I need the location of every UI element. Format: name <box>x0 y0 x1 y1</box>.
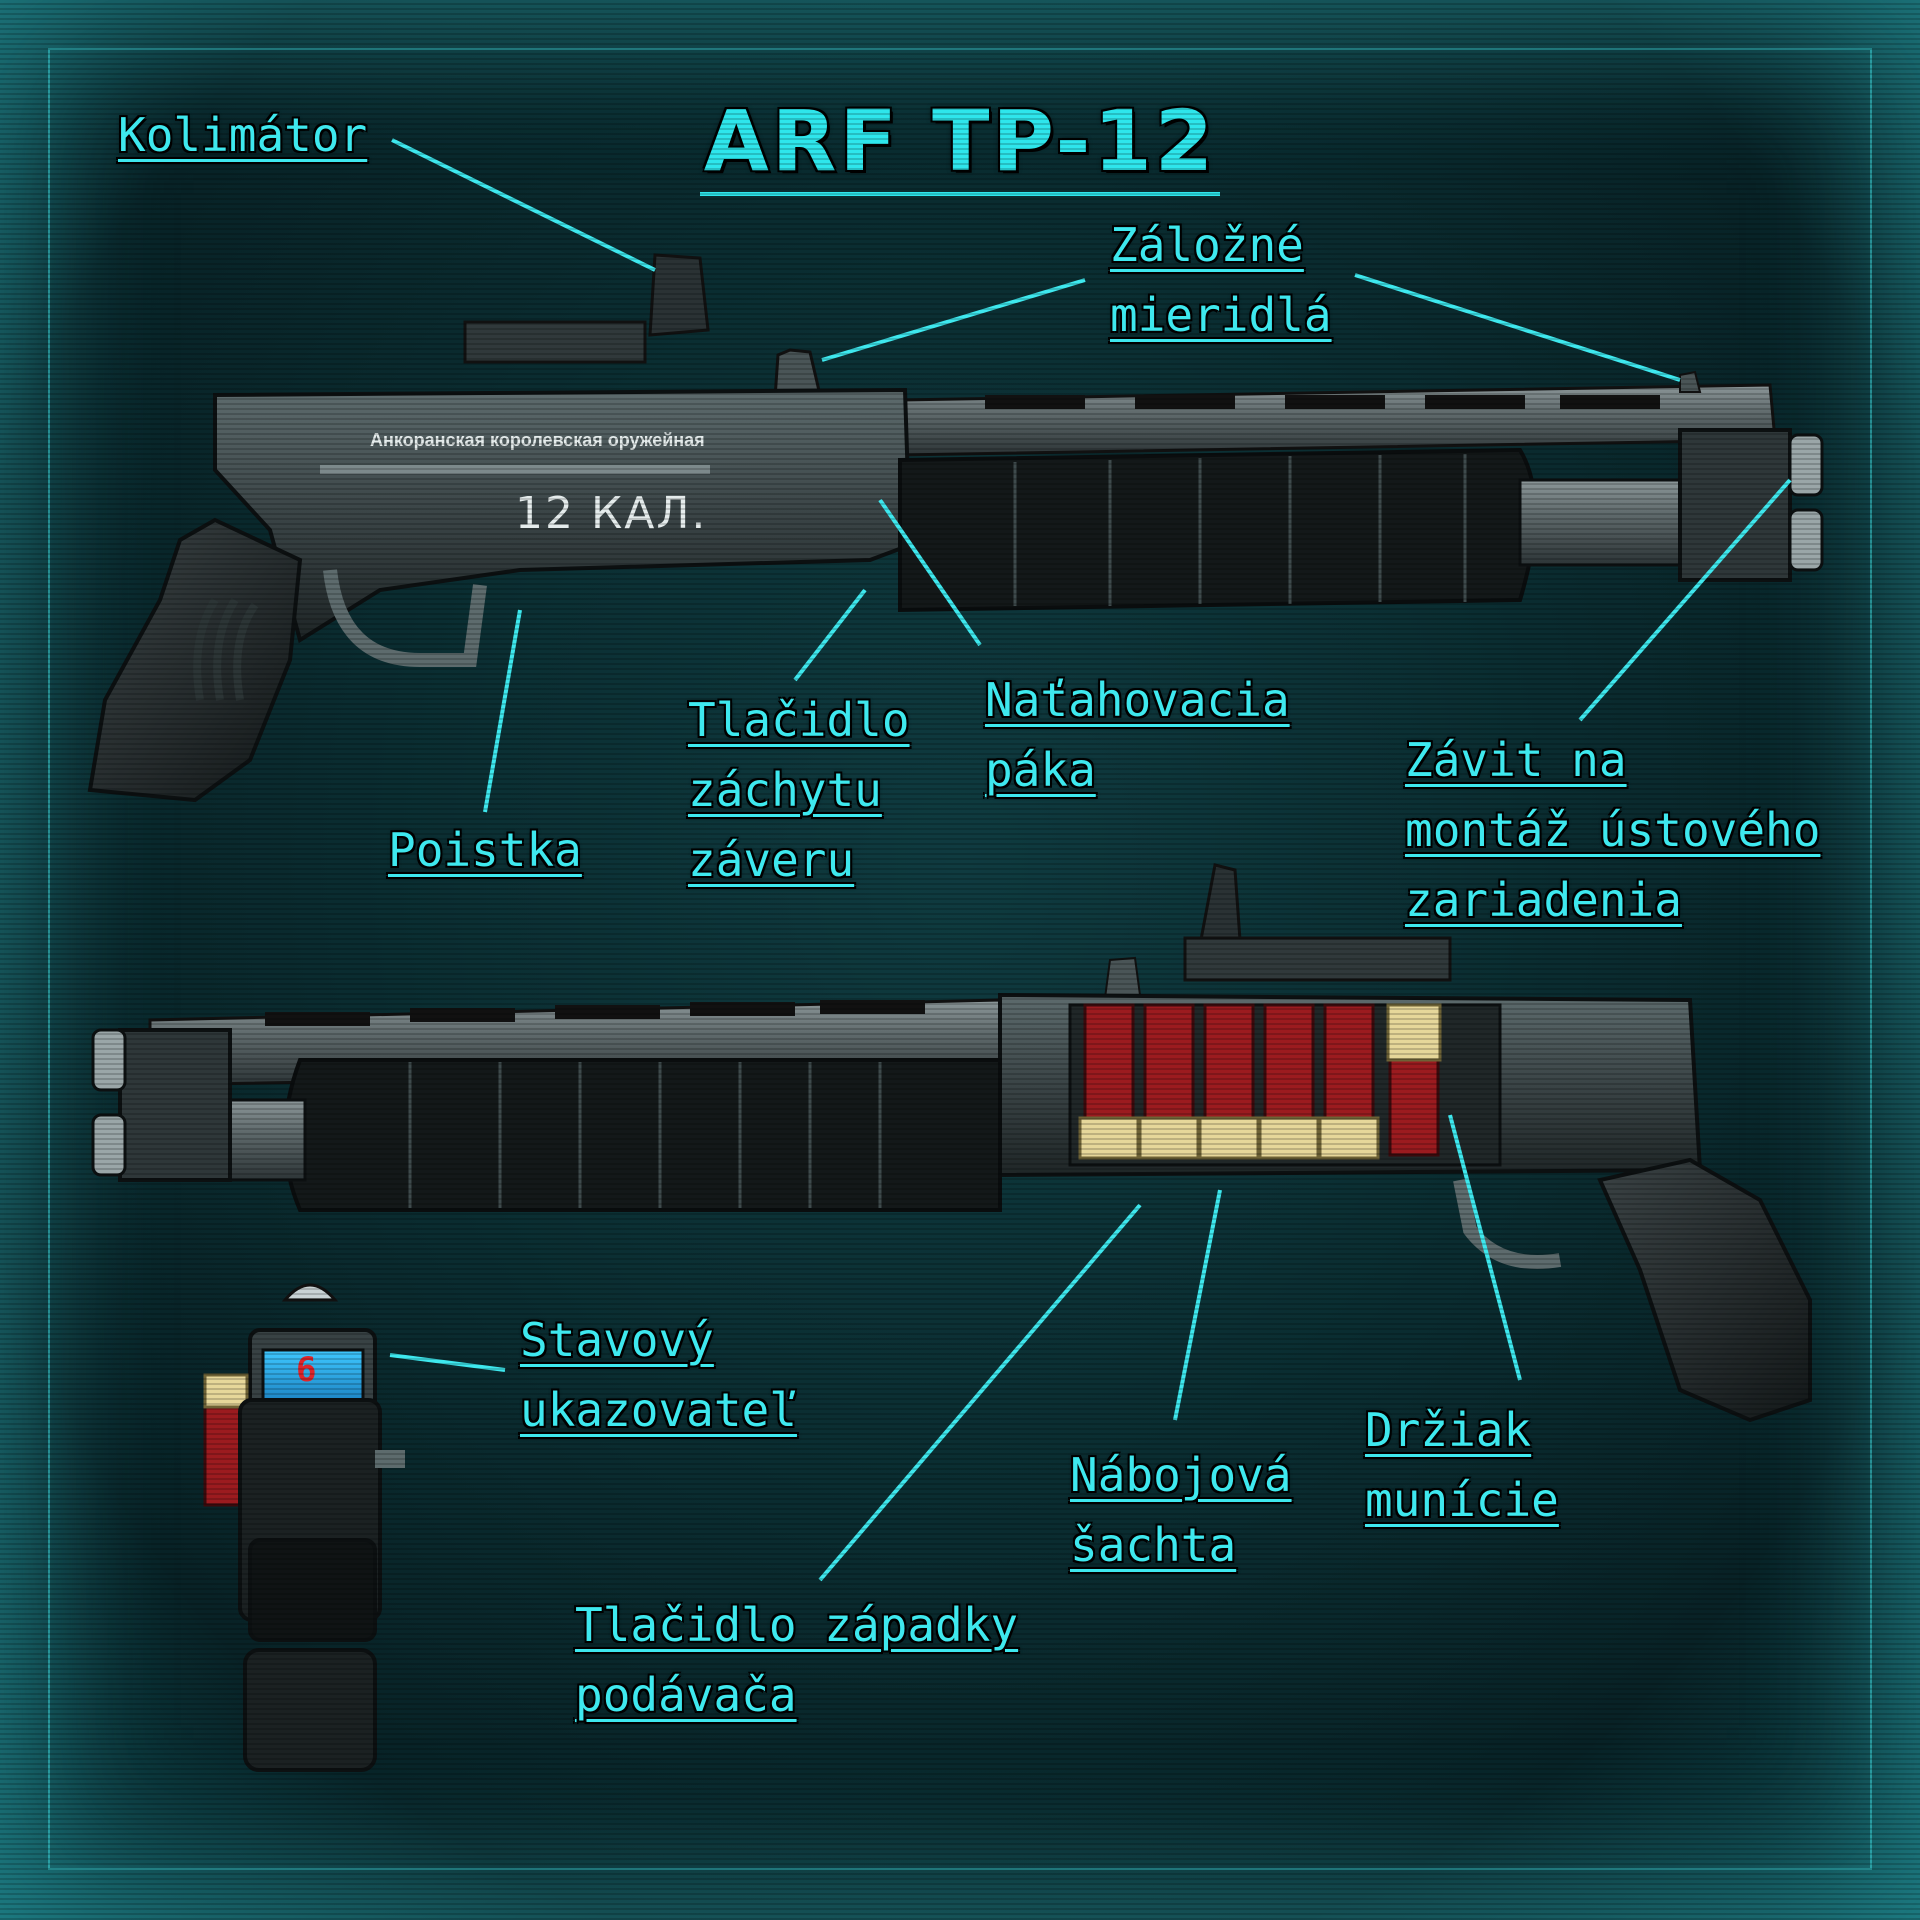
callout-ammo-holder: Držiak munície <box>1365 1395 1559 1535</box>
leader-lines <box>389 138 1792 1582</box>
callout-safety-line-1: Poistka <box>388 823 582 877</box>
callout-ejection-port-line-1: Nábojová <box>1070 1448 1292 1502</box>
status-display-count: 6 <box>296 1350 317 1390</box>
leader-line-feeder-latch <box>818 1203 1142 1582</box>
callout-backup-sights-line-2: mieridlá <box>1110 288 1332 342</box>
callout-ammo-holder-line-1: Držiak <box>1365 1403 1532 1457</box>
page-title-text: ARF TP-12 <box>699 92 1221 196</box>
callout-muzzle-thread-line-1: Závit na <box>1405 733 1627 787</box>
callout-feeder-latch-line-1: Tlačidlo západky <box>575 1598 1019 1652</box>
callout-muzzle-thread-line-3: zariadenia <box>1405 873 1682 927</box>
callout-safety: Poistka <box>388 815 582 885</box>
callout-muzzle-thread-line-2: montáž ústového <box>1405 803 1821 857</box>
page-title: ARF TP-12 <box>0 92 1920 196</box>
callout-collimator-line-1: Kolimátor <box>118 108 368 162</box>
frame-border <box>48 48 1872 1870</box>
leader-line-ammo-holder <box>1448 1114 1522 1381</box>
callout-status-indicator: Stavový ukazovateľ <box>520 1305 797 1445</box>
top-weapon-view <box>87 253 1824 803</box>
callout-muzzle-thread: Závit na montáž ústového zariadenia <box>1405 725 1820 935</box>
leader-line-ejection-port <box>1173 1189 1222 1421</box>
callout-bolt-catch-line-3: záveru <box>688 833 855 887</box>
callout-status-indicator-line-1: Stavový <box>520 1313 714 1367</box>
leader-line-muzzle-thread <box>1578 478 1792 722</box>
leader-line-collimator <box>391 138 656 272</box>
callout-bolt-catch-line-2: záchytu <box>688 763 882 817</box>
callout-bolt-catch-line-1: Tlačidlo <box>688 693 910 747</box>
callout-ejection-port-line-2: šachta <box>1070 1518 1237 1572</box>
leader-line-bolt-catch <box>793 588 867 682</box>
callout-charging-handle: Naťahovacia páka <box>985 665 1290 805</box>
leader-line-charging-handle <box>878 498 982 647</box>
callout-backup-sights: Záložné mieridlá <box>1110 210 1332 350</box>
callout-feeder-latch-line-2: podávača <box>575 1668 797 1722</box>
shell <box>1083 1003 1440 1157</box>
leader-line-backup-sight-front <box>1354 273 1681 382</box>
leader-line-safety <box>483 609 522 813</box>
callout-charging-handle-line-2: páka <box>985 743 1096 797</box>
receiver-caliber-text: 12 КАЛ. <box>515 488 708 539</box>
callout-feeder-latch: Tlačidlo západky podávača <box>575 1590 1018 1730</box>
callout-ejection-port: Nábojová šachta <box>1070 1440 1292 1580</box>
callout-bolt-catch: Tlačidlo záchytu záveru <box>688 685 910 895</box>
callout-backup-sights-line-1: Záložné <box>1110 218 1304 272</box>
leader-line-status-indicator <box>389 1353 506 1372</box>
callout-ammo-holder-line-2: munície <box>1365 1473 1559 1527</box>
rear-view <box>203 1283 405 1772</box>
leader-line-backup-sight-rear <box>821 278 1086 362</box>
receiver-manufacturer-text: Анкоранская королевская оружейная <box>370 430 705 450</box>
callout-collimator: Kolimátor <box>118 100 367 170</box>
callout-charging-handle-line-1: Naťahovacia <box>985 673 1290 727</box>
callout-status-indicator-line-2: ukazovateľ <box>520 1383 797 1437</box>
shell-row <box>1078 1003 1442 1160</box>
